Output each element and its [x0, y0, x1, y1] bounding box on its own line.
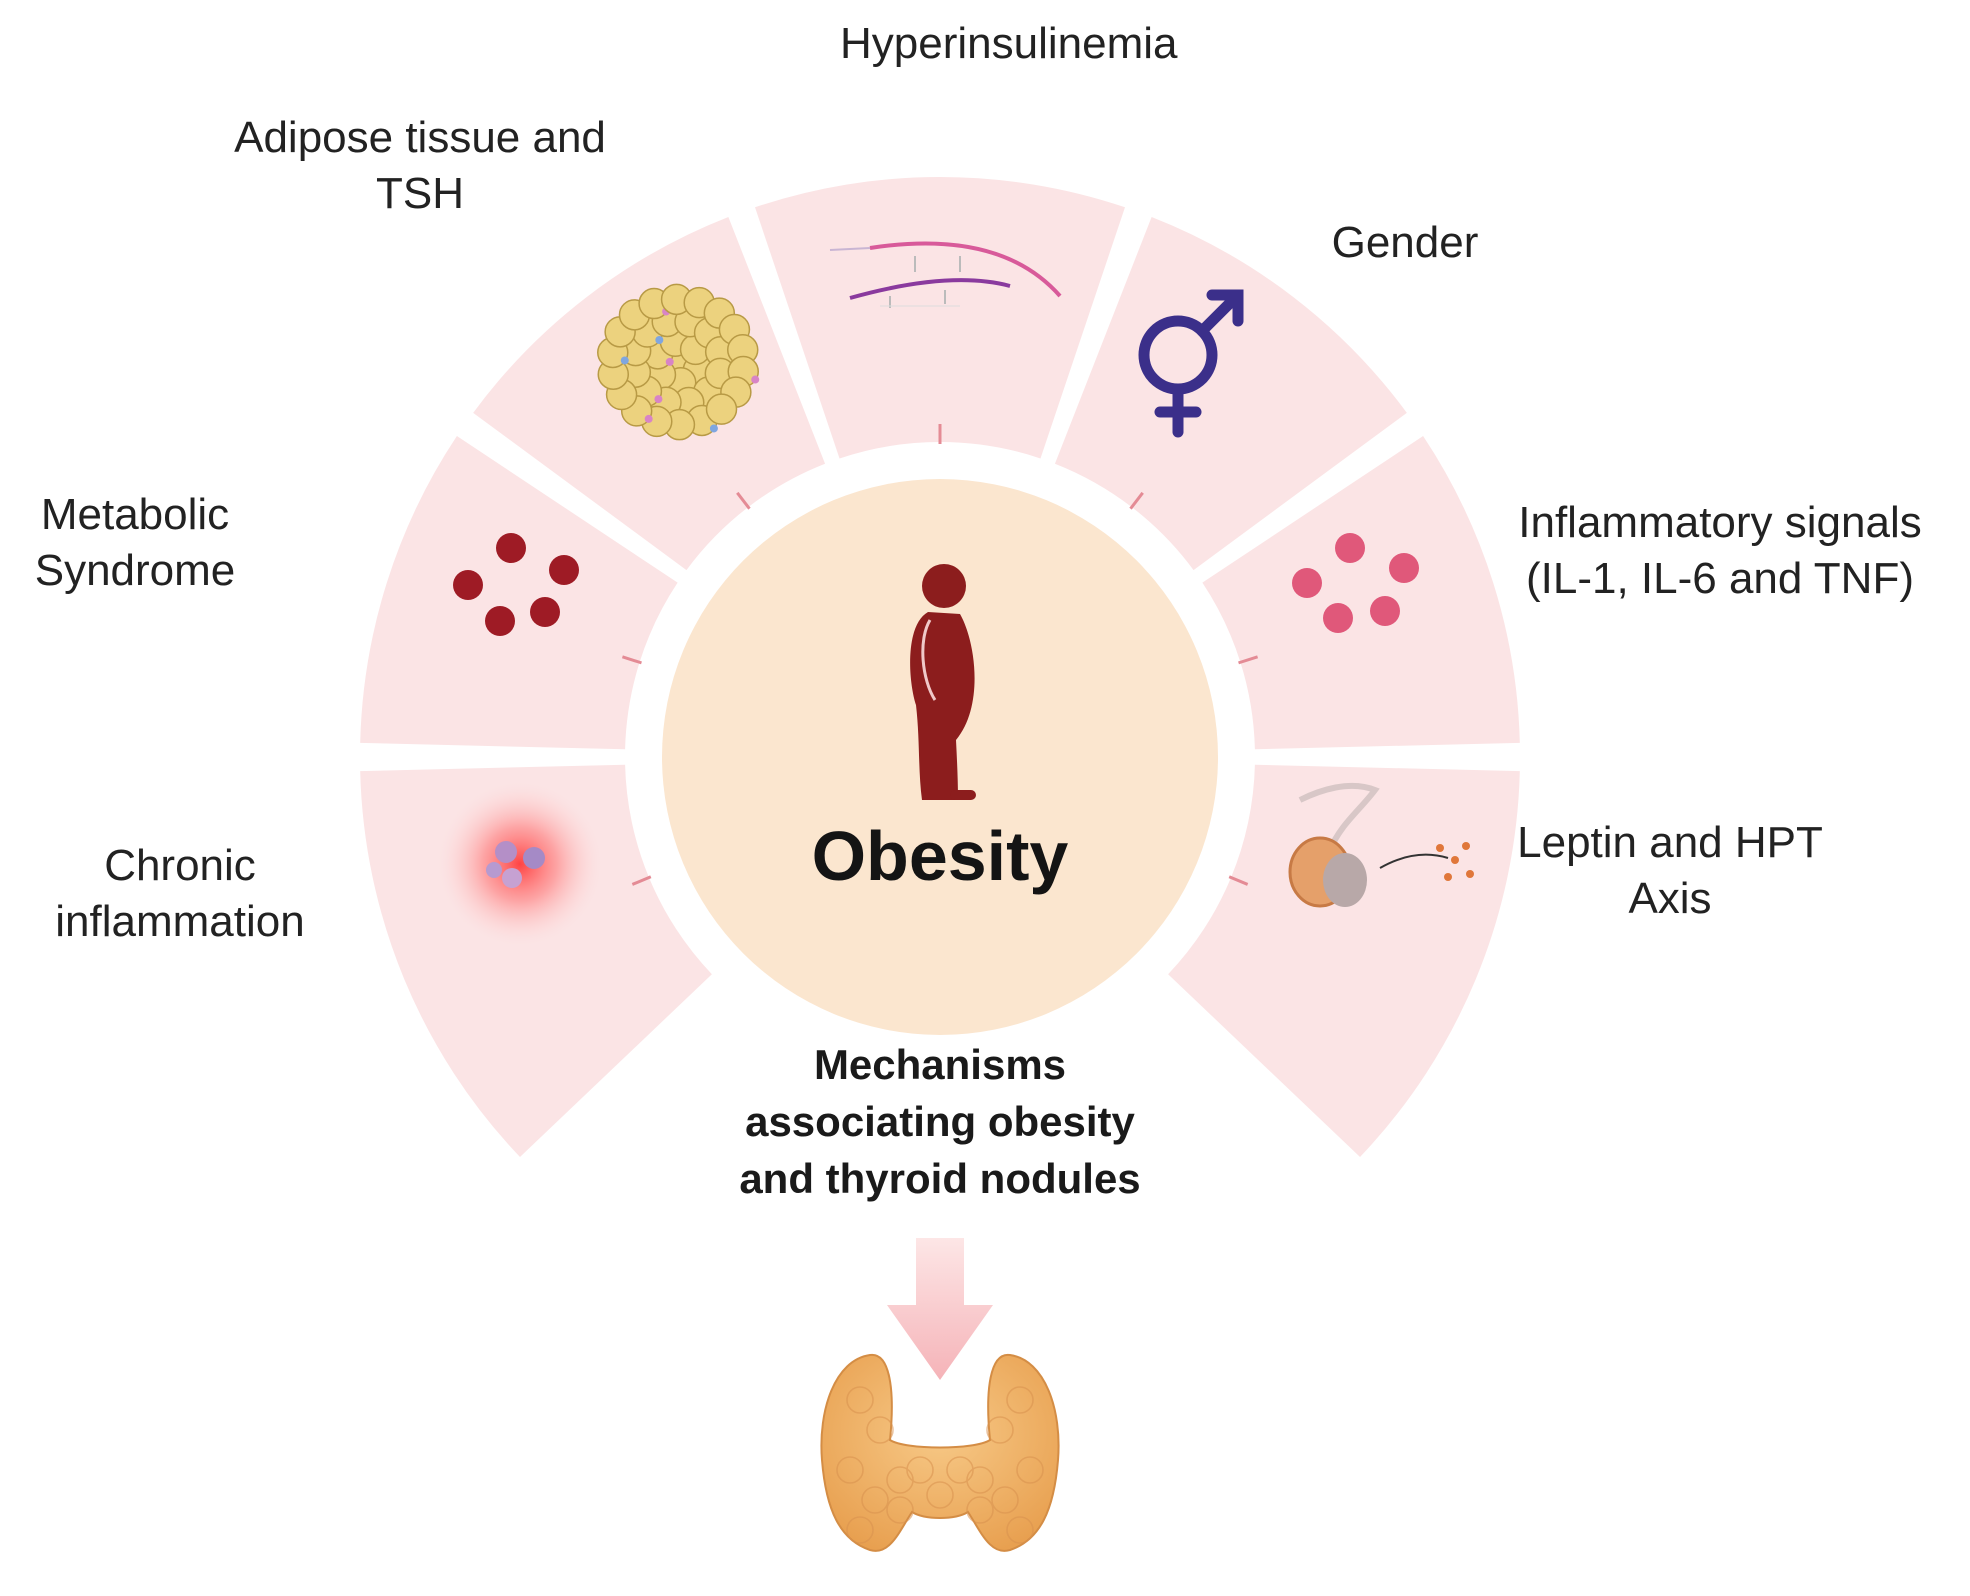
ring-tick	[1129, 491, 1144, 510]
ring-tick	[631, 875, 652, 886]
adipose-cells-icon	[597, 283, 760, 441]
fat-cell	[705, 393, 738, 425]
label-leptin-hpt: Leptin and HPT Axis	[1490, 815, 1850, 927]
segment-metabolic-syndrome	[360, 436, 678, 750]
label-line: Leptin and HPT	[1517, 818, 1823, 867]
thyroid-lobule	[861, 1486, 889, 1514]
thyroid-lobule	[866, 1416, 894, 1444]
ring-tick	[1238, 655, 1259, 665]
thyroid-lobule	[991, 1486, 1019, 1514]
immune-cell	[654, 395, 663, 404]
obese-person-icon	[910, 564, 976, 800]
label-line: Gender	[1331, 218, 1479, 267]
segment-leptin-hpt	[1168, 764, 1520, 1157]
thyroid-lobule	[966, 1466, 994, 1494]
immune-cell	[665, 357, 674, 366]
label-line: (IL-1, IL-6 and TNF)	[1526, 554, 1914, 603]
thyroid-lobule	[836, 1456, 864, 1484]
ring-tick	[1228, 875, 1249, 886]
center-title: Obesity	[811, 817, 1069, 895]
label-line: Adipose tissue and	[234, 113, 606, 162]
ring-ticks	[621, 424, 1259, 886]
thyroid-gland-icon	[820, 1353, 1060, 1552]
thyroid-lobule	[926, 1481, 954, 1509]
immune-cell	[709, 424, 718, 433]
thyroid-lobule	[846, 1386, 874, 1414]
label-gender: Gender	[1310, 215, 1500, 271]
immune-cell	[751, 375, 760, 384]
immune-cell	[655, 336, 664, 345]
mechanisms-caption: Mechanisms associating obesity and thyro…	[690, 1036, 1190, 1207]
thyroid-lobule	[846, 1516, 874, 1544]
label-line: Metabolic	[40, 490, 230, 539]
label-line: Inflammatory signals	[1518, 498, 1922, 547]
label-line: TSH	[376, 169, 464, 218]
segment-hyperinsulinemia	[755, 177, 1125, 459]
caption-line: associating obesity	[745, 1098, 1135, 1145]
insulin-curve-icon	[829, 241, 1062, 308]
factor-segments	[360, 177, 1520, 1157]
label-inflammatory-signals: Inflammatory signals (IL-1, IL-6 and TNF…	[1480, 495, 1960, 607]
label-adipose-tissue: Adipose tissue and TSH	[200, 110, 640, 222]
label-line: inflammation	[55, 897, 305, 946]
ring-tick	[736, 491, 751, 510]
thyroid-lobule	[966, 1496, 994, 1524]
thyroid-lobule	[986, 1416, 1014, 1444]
ring-tick	[621, 655, 642, 665]
segment-gender	[1054, 216, 1407, 571]
thyroid-lobule	[1006, 1516, 1034, 1544]
segment-inflammatory-signals	[1202, 436, 1520, 750]
immune-cell	[644, 414, 653, 423]
gender-symbol-icon	[1138, 289, 1244, 438]
metabolic-dots-icon	[453, 533, 579, 636]
label-line: Hyperinsulinemia	[840, 19, 1178, 68]
thyroid-lobule	[886, 1466, 914, 1494]
label-line: Syndrome	[34, 546, 236, 595]
thyroid-lobule	[886, 1496, 914, 1524]
immune-cell	[620, 356, 629, 365]
thyroid-lobule	[1016, 1456, 1044, 1484]
caption-line: and thyroid nodules	[739, 1155, 1141, 1202]
thyroid-lobule	[946, 1456, 974, 1484]
caption-line: Mechanisms	[813, 1041, 1067, 1088]
thyroid-lobule	[1006, 1386, 1034, 1414]
label-metabolic-syndrome: Metabolic Syndrome	[10, 487, 260, 599]
pituitary-gland-icon	[1288, 782, 1474, 908]
inflammation-glow-icon	[438, 782, 602, 946]
label-hyperinsulinemia: Hyperinsulinemia	[840, 16, 1178, 72]
label-line: Chronic	[104, 841, 256, 890]
cytokine-dots-icon	[1292, 533, 1419, 633]
down-arrow-icon	[887, 1238, 993, 1380]
thyroid-lobule	[906, 1456, 934, 1484]
label-chronic-inflammation: Chronic inflammation	[20, 838, 340, 950]
label-line: Axis	[1628, 874, 1712, 923]
